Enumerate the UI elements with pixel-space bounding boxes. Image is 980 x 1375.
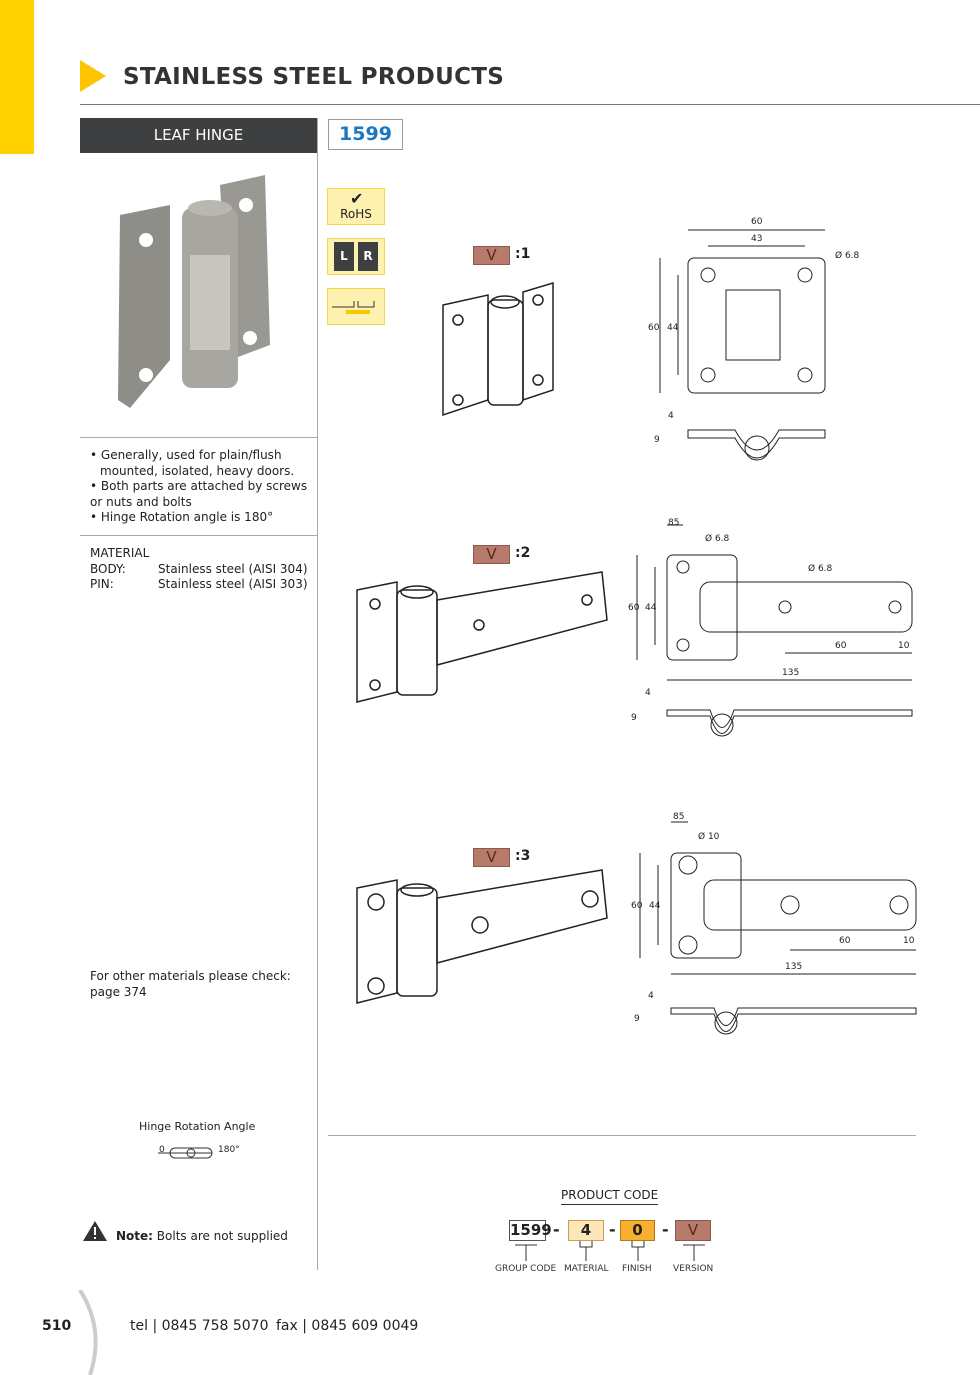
version-1-iso-drawing xyxy=(442,281,554,417)
rotation-angle-icon: 0 180° xyxy=(158,1145,240,1159)
feature-item: • Both parts are attached by screws or n… xyxy=(90,479,308,509)
version-number: :1 xyxy=(515,246,531,262)
other-materials-text: For other materials please check: xyxy=(90,969,291,983)
dim-label: 60 xyxy=(835,641,847,651)
other-materials-note: For other materials please check: page 3… xyxy=(90,969,291,1000)
note: Note: Bolts are not supplied xyxy=(116,1229,288,1243)
version-3-iso-drawing xyxy=(356,869,608,1004)
rotation-label: Hinge Rotation Angle xyxy=(139,1120,256,1133)
version-2-iso-drawing xyxy=(356,571,608,703)
dim-label: 60 xyxy=(751,217,763,227)
triangle-bullet-icon xyxy=(80,60,106,92)
left-icon: L xyxy=(334,242,354,271)
feature-item: • Hinge Rotation angle is 180° xyxy=(90,510,274,524)
version-tag: V xyxy=(473,246,510,265)
group-code-label: GROUP CODE xyxy=(495,1264,557,1274)
version-label: VERSION xyxy=(673,1264,714,1274)
note-text: Bolts are not supplied xyxy=(152,1229,288,1243)
code-dash: - xyxy=(609,1220,616,1239)
dim-label: 85 xyxy=(673,812,684,822)
fax: fax | 0845 609 0049 xyxy=(276,1318,419,1334)
warning-icon xyxy=(83,1221,107,1241)
dim-label: 85 xyxy=(668,518,679,528)
version-tag: V xyxy=(473,545,510,564)
version-2-dimension-drawing: 85 Ø 6.8 Ø 6.8 60 44 60 10 135 4 9 xyxy=(628,518,913,737)
telephone: tel | 0845 758 5070 xyxy=(130,1318,269,1334)
rohs-text: RoHS xyxy=(340,207,372,221)
dim-label: 10 xyxy=(903,936,915,946)
material-label: BODY: xyxy=(90,561,126,576)
divider xyxy=(328,1135,916,1136)
column-divider xyxy=(317,118,318,1270)
material-label: MATERIAL xyxy=(564,1264,609,1274)
code-dash: - xyxy=(553,1220,560,1239)
dim-label: Ø 6.8 xyxy=(835,250,860,261)
dim-label: 135 xyxy=(782,668,799,678)
product-code-heading: PRODUCT CODE xyxy=(561,1188,659,1205)
finish-code-box: 0 xyxy=(620,1220,655,1241)
divider xyxy=(80,535,317,536)
dim-label: 44 xyxy=(645,603,657,613)
note-label: Note: xyxy=(116,1229,153,1243)
dim-label: 4 xyxy=(648,991,654,1001)
flush-mount-icon xyxy=(332,301,375,314)
product-name: LEAF HINGE xyxy=(80,118,317,153)
rohs-badge: RoHS✔ xyxy=(327,188,385,225)
version-3-dimension-drawing: 85 Ø 10 60 44 60 10 135 4 9 xyxy=(631,812,917,1035)
material-heading: MATERIAL xyxy=(90,546,150,560)
feature-list: • Generally, used for plain/flush mounte… xyxy=(90,448,310,526)
dim-label: 135 xyxy=(785,962,802,972)
page-curl-decoration xyxy=(78,1290,98,1375)
other-materials-page-link[interactable]: page 374 xyxy=(90,984,147,999)
dim-label: 44 xyxy=(667,323,679,333)
dim-label: 60 xyxy=(839,936,851,946)
version-number: :2 xyxy=(515,545,531,561)
dim-label: 4 xyxy=(645,688,651,698)
version-number: :3 xyxy=(515,848,531,864)
dim-label: Ø 6.8 xyxy=(705,533,730,544)
dim-label: 4 xyxy=(668,411,674,421)
dim-label: 60 xyxy=(628,603,640,613)
material-value: Stainless steel (AISI 303) xyxy=(158,577,308,591)
dim-label: 43 xyxy=(751,234,762,244)
left-right-badge: L R xyxy=(327,238,385,275)
material-code-box: 4 xyxy=(568,1220,604,1241)
dim-label: 9 xyxy=(634,1014,640,1024)
page-title: STAINLESS STEEL PRODUCTS xyxy=(123,64,505,90)
dim-label: Ø 10 xyxy=(698,831,720,842)
dim-label: Ø 6.8 xyxy=(808,563,833,574)
group-code-box: 1599 xyxy=(509,1220,552,1241)
feature-item: • Generally, used for plain/flush mounte… xyxy=(90,448,295,478)
flush-mount-badge xyxy=(327,288,385,325)
rotation-min: 0 xyxy=(159,1145,165,1155)
dim-label: 60 xyxy=(648,323,660,333)
divider xyxy=(80,437,317,438)
dim-label: 44 xyxy=(649,901,661,911)
dim-label: 60 xyxy=(631,901,643,911)
hinge-photo xyxy=(118,175,270,408)
checkmark-icon: ✔ xyxy=(350,189,364,208)
material-section: MATERIAL BODY: Stainless steel (AISI 304)… xyxy=(90,546,308,593)
yellow-accent-bar xyxy=(0,0,34,154)
material-label: PIN: xyxy=(90,577,114,591)
dim-label: 9 xyxy=(631,713,637,723)
right-icon: R xyxy=(358,242,378,271)
page-number: 510 xyxy=(42,1318,72,1334)
dim-label: 9 xyxy=(654,435,660,445)
rotation-max: 180° xyxy=(218,1145,240,1155)
code-dash: - xyxy=(662,1220,669,1239)
product-code: 1599 xyxy=(328,119,403,150)
version-code-box: V xyxy=(675,1220,711,1241)
version-tag: V xyxy=(473,848,510,867)
code-connectors xyxy=(515,1241,705,1261)
material-value: Stainless steel (AISI 304) xyxy=(158,561,308,576)
version-1-dimension-drawing: 60 43 Ø 6.8 60 44 4 9 xyxy=(648,217,860,461)
dim-label: 10 xyxy=(898,641,910,651)
header-divider xyxy=(80,104,980,105)
finish-label: FINISH xyxy=(622,1264,652,1274)
